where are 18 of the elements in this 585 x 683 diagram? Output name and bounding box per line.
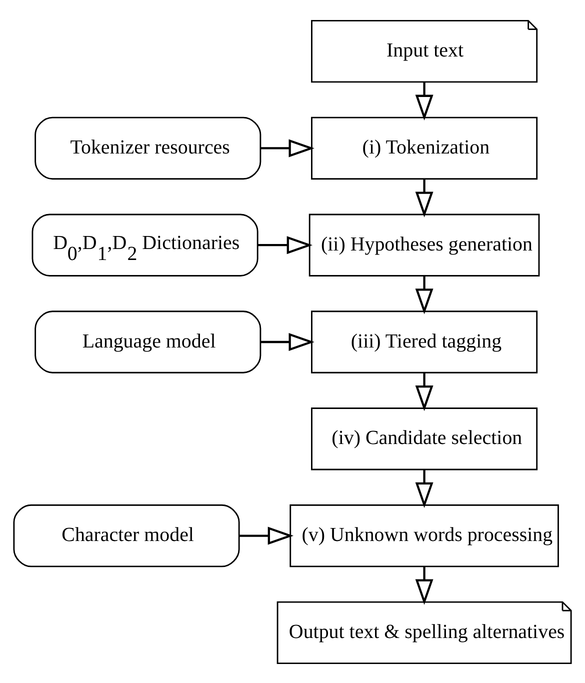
- node-box: (ii) Hypotheses generation: [308, 213, 540, 276]
- node-box: (v) Unknown words processing: [290, 504, 559, 567]
- arrow: [415, 178, 434, 217]
- arrow: [415, 275, 434, 314]
- arrow: [415, 469, 434, 508]
- arrow: [415, 82, 434, 120]
- node-box: (i) Tokenization: [311, 116, 538, 180]
- arrow: [260, 332, 314, 350]
- arrow: [415, 566, 434, 604]
- node-box: Tokenizer resources: [34, 116, 262, 180]
- node-box: Character model: [13, 504, 240, 567]
- node-box: (iii) Tiered tagging: [311, 310, 538, 373]
- arrow: [239, 526, 294, 544]
- arrow: [260, 138, 314, 157]
- arrow: [258, 236, 312, 254]
- node-box: (iv) Candidate selection: [311, 407, 538, 470]
- node-box: Language model: [34, 310, 262, 373]
- arrow: [415, 372, 434, 411]
